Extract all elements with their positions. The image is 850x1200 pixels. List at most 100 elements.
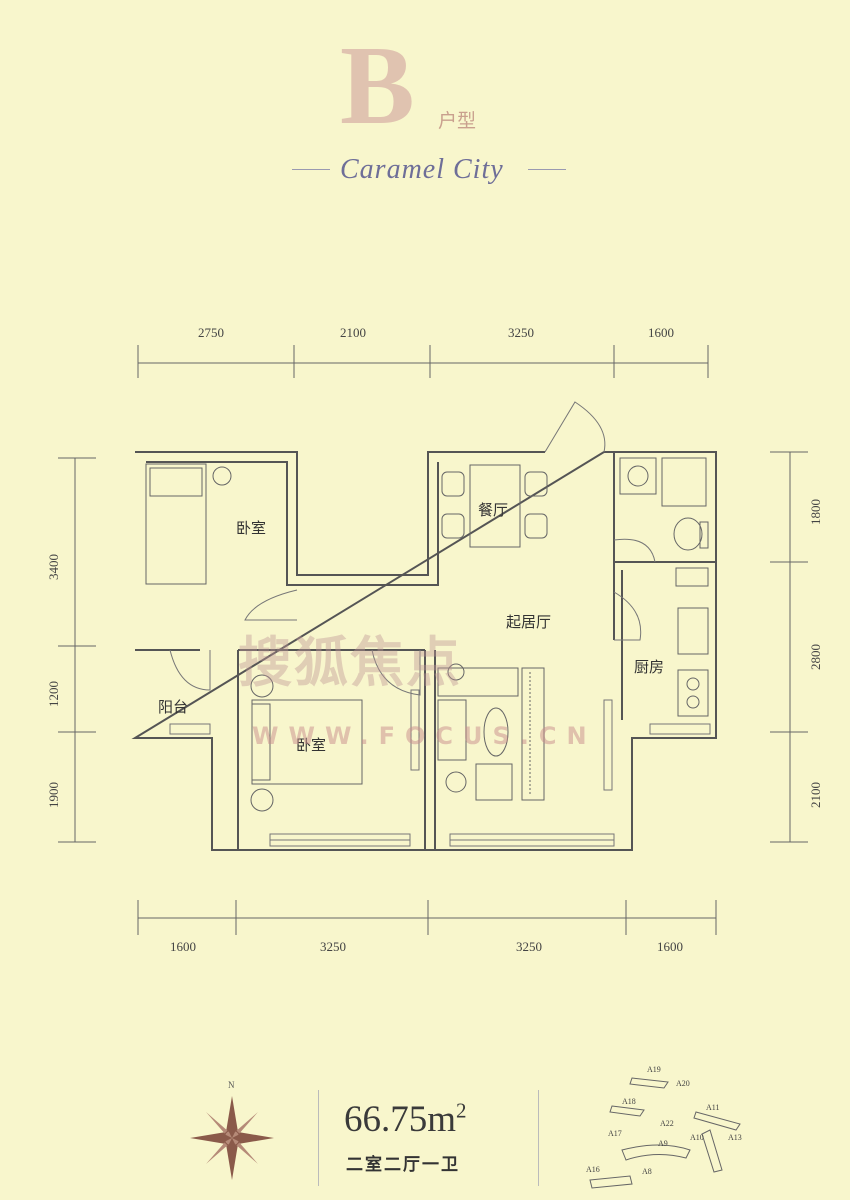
sink [619, 457, 657, 495]
brand-name: Caramel City [340, 154, 504, 185]
dining-chair [524, 471, 548, 497]
watermark-logo: 搜狐焦点 [238, 631, 462, 694]
dim-bottom-1: 1600 [170, 939, 196, 954]
unit-type-suffix: 户型 [438, 110, 477, 132]
stove-burner [686, 695, 700, 709]
compass-point-n [226, 1096, 238, 1138]
compass-point-e [232, 1132, 274, 1144]
dim-top-1: 2750 [198, 325, 224, 340]
window-living-side [603, 699, 613, 791]
plant [445, 771, 467, 793]
compass-point-w [190, 1132, 232, 1144]
dim-left-3: 1900 [46, 782, 61, 808]
site-label: A22 [660, 1119, 674, 1128]
site-building [701, 1129, 723, 1173]
dining-chair [524, 513, 548, 539]
dim-right-1: 1800 [808, 499, 823, 525]
compass-center [223, 1129, 241, 1147]
unit-area-number: 66.75m [344, 1099, 457, 1140]
nightstand-lamp [212, 466, 232, 486]
dim-left-1: 3400 [46, 554, 61, 580]
site-building [693, 1111, 741, 1131]
sink-basin [627, 465, 649, 487]
site-label: A13 [728, 1133, 742, 1142]
room-label-kitchen: 厨房 [634, 659, 664, 676]
nightstand-lamp [250, 788, 274, 812]
brand-row: Caramel City [292, 152, 566, 188]
compass-point-s [226, 1138, 238, 1180]
dim-top-3: 3250 [508, 325, 534, 340]
window-kitchen [649, 723, 711, 735]
tv-cabinet [521, 667, 545, 801]
compass-label-n: N [228, 1080, 235, 1090]
unit-layout: 二室二厅一卫 [346, 1155, 460, 1175]
site-label: A8 [642, 1167, 652, 1176]
inner-wall [146, 461, 439, 586]
dining-chair [441, 471, 465, 497]
kitchen-stove [677, 669, 709, 717]
site-label: A17 [608, 1129, 622, 1138]
site-building [589, 1175, 633, 1189]
site-label: A11 [706, 1103, 719, 1112]
pillow [149, 467, 203, 497]
dining-chair [441, 513, 465, 539]
sofa-top [437, 667, 519, 697]
bath-door-swing [613, 538, 656, 563]
bed-top [145, 463, 207, 585]
brand-line-right [528, 169, 566, 170]
dim-bottom-2: 3250 [320, 939, 346, 954]
site-label: A9 [658, 1139, 668, 1148]
pillow [251, 703, 271, 781]
compass-point-nw [206, 1112, 232, 1138]
dining-table [469, 464, 521, 548]
toilet [673, 517, 703, 551]
armchair [475, 763, 513, 801]
compass-rose: N [190, 1080, 274, 1180]
room-label-balcony: 阳台 [158, 699, 188, 716]
dim-left-2: 1200 [46, 681, 61, 707]
site-label: A10 [690, 1133, 704, 1142]
kitchen-door-swing [613, 591, 642, 641]
bedroom1-door-swing [244, 589, 298, 621]
footer-divider-right [538, 1090, 539, 1186]
dim-right-2: 2800 [808, 644, 823, 670]
entry-door-swing [544, 401, 606, 453]
site-label: A18 [622, 1097, 636, 1106]
plant [447, 663, 465, 681]
stove-burner [686, 677, 700, 691]
kitchen-sink [677, 607, 709, 655]
unit-area: 66.75m2 [344, 1098, 467, 1141]
compass-point-sw [206, 1138, 232, 1164]
nightstand-lamp [250, 674, 274, 698]
compass-point-se [232, 1138, 258, 1164]
site-label: A20 [676, 1079, 690, 1088]
window-bedroom-side [410, 689, 420, 771]
site-label: A19 [647, 1065, 661, 1074]
unit-area-exponent: 2 [456, 1098, 467, 1123]
room-label-bedroom-top: 卧室 [236, 520, 266, 537]
unit-type-letter: B [340, 24, 415, 148]
site-building [609, 1105, 645, 1117]
footer-divider-left [318, 1090, 319, 1186]
site-building [629, 1077, 669, 1089]
dim-top-2: 2100 [340, 325, 366, 340]
shower [661, 457, 707, 507]
room-label-bedroom-bottom: 卧室 [296, 737, 326, 754]
site-plan [589, 1077, 741, 1189]
site-building [621, 1144, 691, 1161]
dim-top-4: 1600 [648, 325, 674, 340]
watermark-url: WWW.FOCUS.CN [252, 722, 597, 750]
site-label: A16 [586, 1165, 600, 1174]
balcony-door-swing [169, 649, 211, 691]
kitchen-cabinet [675, 567, 709, 587]
coffee-table [483, 707, 509, 757]
dim-bottom-4: 1600 [657, 939, 683, 954]
compass-point-ne [232, 1112, 258, 1138]
room-label-dining: 餐厅 [478, 502, 508, 519]
window-balcony [169, 723, 211, 735]
sofa-left [437, 699, 467, 761]
toilet-tank [699, 521, 709, 549]
dim-right-3: 2100 [808, 782, 823, 808]
outer-wall [131, 451, 717, 851]
